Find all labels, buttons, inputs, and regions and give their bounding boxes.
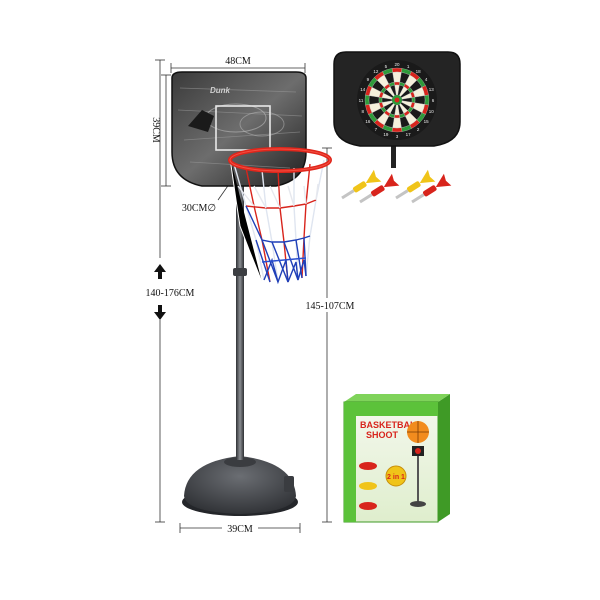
dartboard-number: 3: [396, 134, 399, 139]
dartboard-number: 12: [373, 69, 379, 74]
hoop-diameter-label: 30CM∅: [182, 203, 216, 214]
package-title-line1: BASKETBALL: [360, 420, 421, 430]
dartboard-segment: [394, 81, 400, 86]
dartboard-segment: [378, 97, 383, 103]
dartboard-segment: [391, 67, 403, 73]
dartboard-number: 17: [406, 132, 412, 137]
hoop: [228, 147, 332, 285]
dart-yellow-left: [341, 169, 382, 200]
dartboard-segment: [424, 94, 430, 106]
dartboard-segment: [391, 127, 403, 133]
darts: [341, 169, 452, 204]
package-badge: 2 in 1: [387, 474, 405, 481]
backboard-brand: Dunk: [210, 86, 231, 95]
stand-pole: [236, 168, 244, 460]
dartboard-number: 1: [407, 64, 410, 69]
package-title-line2: SHOOT: [366, 430, 399, 440]
dartboard-number: 14: [360, 87, 366, 92]
dartboard-number: 4: [425, 77, 428, 82]
dartboard-number: 5: [385, 64, 388, 69]
dart-red-right: [411, 173, 452, 204]
pole-range-label: 145-107CM: [306, 301, 355, 312]
arrow-up-icon: [154, 264, 166, 279]
net: [233, 159, 325, 285]
dimension-player-range: 140-176CM: [118, 59, 202, 523]
dartboard-number: 2: [417, 127, 420, 132]
board-width-label: 48CM: [225, 56, 251, 67]
pole-lock-knob: [233, 268, 247, 276]
dartboard-number: 6: [432, 98, 435, 103]
dartboard-number: 10: [429, 109, 435, 114]
dart-yellow-right: [395, 169, 436, 200]
dartboard-number: 13: [429, 87, 435, 92]
dartboard-number: 9: [367, 77, 370, 82]
dartboard-number: 7: [375, 127, 378, 132]
dartboard-segment: [364, 94, 370, 106]
dartboard-number: 18: [416, 69, 422, 74]
dartboard-number: 11: [359, 98, 364, 103]
dartboard-number: 15: [424, 119, 430, 124]
dimension-base-width: 39CM: [179, 522, 301, 535]
dimension-pole-range: 145-107CM: [298, 147, 360, 523]
basketball-stand: Dunk: [171, 71, 332, 516]
dartboard-number: 16: [365, 119, 371, 124]
dartboard-segment: [394, 114, 400, 119]
dartboard-number: 19: [383, 132, 389, 137]
dartboard-bullseye: [394, 97, 400, 103]
dimension-board-width: 48CM: [170, 56, 306, 73]
player-range-label: 140-176CM: [146, 288, 195, 299]
dimension-board-height: 39CM: [150, 74, 171, 187]
package-box: BASKETBALL SHOOT 2 in 1: [343, 394, 450, 523]
dartboard-segment: [411, 97, 416, 103]
backboard: Dunk: [171, 71, 307, 187]
dartboard-number: 20: [394, 62, 400, 67]
stand-base: [182, 456, 298, 516]
board-height-label: 39CM: [150, 117, 161, 143]
base-width-label: 39CM: [227, 524, 253, 535]
dartboard-number: 8: [362, 109, 365, 114]
arrow-down-icon: [154, 305, 166, 320]
dart-red-left: [359, 173, 400, 204]
